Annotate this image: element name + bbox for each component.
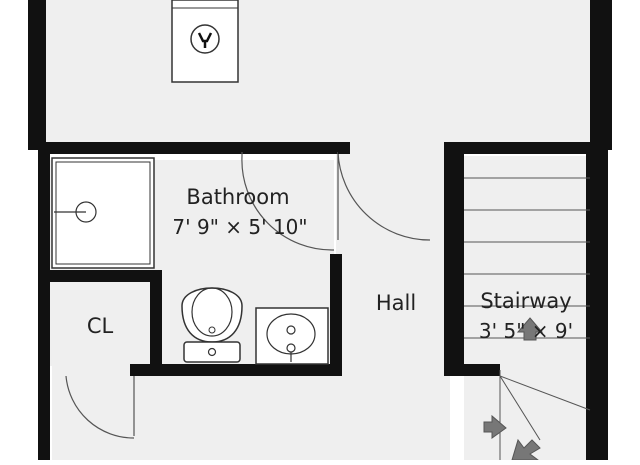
shower xyxy=(51,157,155,269)
bathroom-name: Bathroom xyxy=(186,185,289,209)
stairs xyxy=(464,177,591,460)
lower-floor xyxy=(150,376,450,460)
wall-bath-bottom xyxy=(136,364,342,376)
stair-floor xyxy=(464,156,590,460)
wall-right-lower xyxy=(586,150,608,460)
bath-door-swing xyxy=(337,151,431,241)
room-labels: Bathroom 7' 9" × 5' 10" Hall CL Stairway… xyxy=(87,185,573,343)
hall-door-swing xyxy=(241,155,335,251)
utility-fixture xyxy=(171,0,239,83)
wall-bath-right xyxy=(330,254,342,376)
wall-stair-mid xyxy=(464,364,500,376)
wall-left-lower xyxy=(38,150,50,460)
stair-winder xyxy=(499,375,541,441)
arrow-icon xyxy=(483,317,544,461)
bathroom-dims: 7' 9" × 5' 10" xyxy=(172,215,307,239)
stair-winder xyxy=(499,375,591,411)
closet-name: CL xyxy=(87,314,114,338)
wall-stair-top xyxy=(444,142,604,154)
wall-closet-right xyxy=(150,270,162,376)
wall-closet-top xyxy=(38,270,162,282)
wall-stair-left xyxy=(444,142,464,376)
stairway-name: Stairway xyxy=(480,289,571,313)
toilet-icon xyxy=(181,287,243,363)
stairway-dims: 3' 5" × 9' xyxy=(479,319,573,343)
walls xyxy=(28,0,612,460)
drain-icon xyxy=(54,201,97,223)
wall-right-upper xyxy=(590,0,612,150)
floor-areas xyxy=(42,0,590,460)
wall-bath-top xyxy=(38,142,350,154)
doors xyxy=(65,150,431,439)
closet-door-swing xyxy=(65,375,135,439)
upper-room-floor xyxy=(42,0,590,142)
wall-left-upper xyxy=(28,0,46,150)
wrench-icon xyxy=(197,32,213,48)
sink-icon xyxy=(255,307,329,365)
wall-closet-right-lower xyxy=(130,364,150,376)
hall-name: Hall xyxy=(376,291,416,315)
